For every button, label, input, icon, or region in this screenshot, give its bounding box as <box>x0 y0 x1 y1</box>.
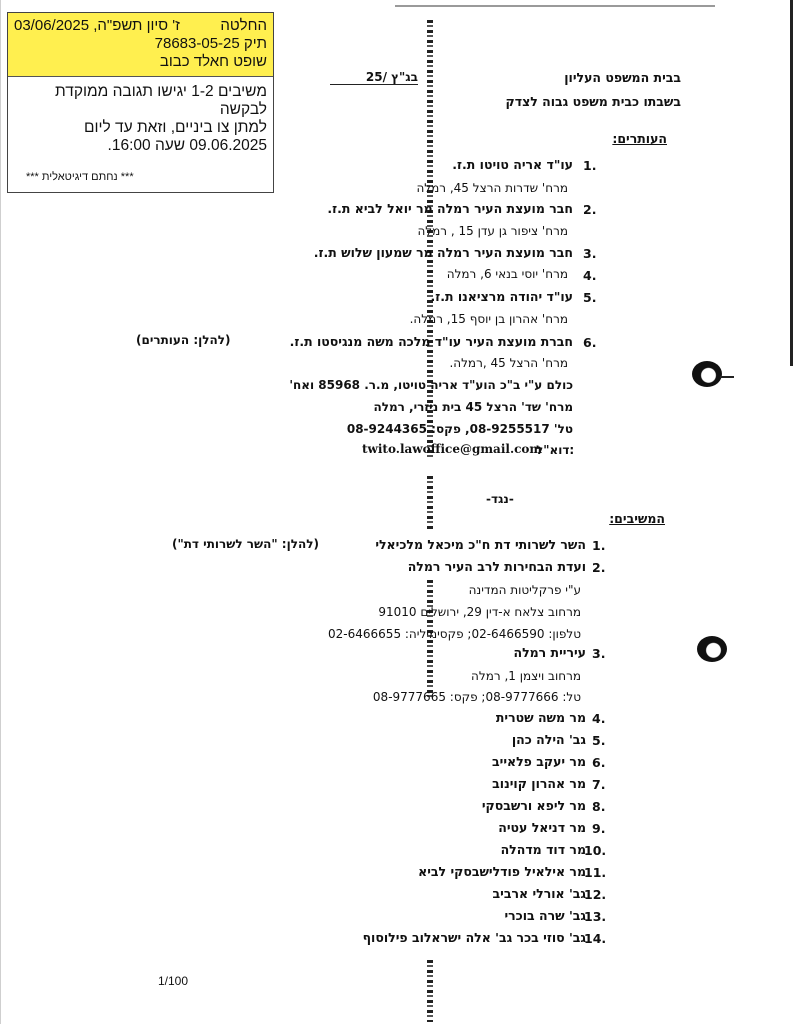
decision-line: משיבים 1-2 יגישו תגובה ממוקדת לבקשה <box>55 83 267 118</box>
respondent-name: השר לשרותי דת ח"כ מיכאל מלכיאלי <box>375 537 586 552</box>
respondent-name: גב' שרה בוכרי <box>504 908 586 923</box>
decision-label: החלטה <box>220 17 267 34</box>
respondent-name: ועדת הבחירות לרב העיר רמלה <box>407 559 586 574</box>
respondent-name: מר אהרון קוינוב <box>492 776 586 791</box>
respondent-detail: טל: 08-9777666; פקס: 08-9777665 <box>372 690 581 704</box>
scan-fold-mark <box>427 476 433 530</box>
petitioner-name: עו"ד יהודה מרציאנו ת.ז. <box>430 289 573 304</box>
respondent-number: 14. <box>584 931 607 946</box>
respondent-number: 10. <box>584 843 607 858</box>
punch-hole-mark <box>720 376 734 378</box>
scan-right-rule <box>790 0 793 366</box>
decision-text: משיבים 1-2 יגישו תגובה ממוקדת לבקשה למתן… <box>8 77 273 155</box>
respondent-number: 7. <box>592 777 606 792</box>
respondent-number: 13. <box>584 909 607 924</box>
respondent-number: 3. <box>592 646 606 661</box>
counsel-line: כולם ע"י ב"כ הוע"ד אריה טויטו, מ.ר. 8596… <box>289 378 573 392</box>
respondent-number: 4. <box>592 711 606 726</box>
respondent-number: 8. <box>592 799 606 814</box>
petitioner-address: מרח' הרצל 45 ,רמלה. <box>449 356 568 370</box>
respondent-detail: ע"י פרקליטות המדינה <box>468 583 581 597</box>
respondent-hereinafter: (להלן: "השר לשרותי דת") <box>172 537 319 551</box>
petitioner-number: 5. <box>583 290 597 305</box>
petitioner-number: 4. <box>583 268 597 283</box>
petitioners-heading: העותרים: <box>612 131 667 146</box>
petitioner-number: 6. <box>583 335 597 350</box>
respondent-number: 12. <box>584 887 607 902</box>
petitioner-number: 2. <box>583 202 597 217</box>
digital-signature-note: *** נחתם דיגיטאלית *** <box>26 171 134 183</box>
case-number: תיק 78683-05-25 <box>154 35 267 52</box>
respondent-number: 2. <box>592 560 606 575</box>
decision-line: 09.06.2025 שעה 16:00. <box>107 137 267 154</box>
counsel-email: twito.lawoffice@gmail.com <box>362 442 543 456</box>
respondent-name: גב' הילה כהן <box>511 732 586 747</box>
respondent-name: מר אילאיל פודלישבסקי לביא <box>418 864 586 879</box>
decision-stamp: החלטה ז' סיון תשפ"ה, 03/06/2025 תיק 7868… <box>7 12 274 193</box>
scan-fold-mark <box>427 580 433 700</box>
respondent-name: מר משה שטרית <box>495 710 586 725</box>
petitioner-name: חבר מועצת העיר רמלה מר שמעון שלוש ת.ז. <box>313 245 573 260</box>
counsel-phone-fax: טל' 08-9255517, פקס: 08-9244365 <box>346 422 573 436</box>
petitioner-name: חבר מועצת העיר רמלה מר יואל לביא ת.ז. <box>327 201 573 216</box>
respondent-name: מר יעקב פלאייב <box>492 754 586 769</box>
email-label: דוא"ל: <box>536 443 575 457</box>
decision-date: ז' סיון תשפ"ה, 03/06/2025 <box>14 17 180 34</box>
petitioner-address: מרח' אהרון בן יוסף 15, רמלה. <box>409 312 568 326</box>
respondent-number: 1. <box>592 538 606 553</box>
page-number: 1/100 <box>158 974 189 988</box>
respondent-name: מר דוד מדהלה <box>500 842 586 857</box>
respondent-number: 6. <box>592 755 606 770</box>
scan-fold-mark <box>427 960 433 1022</box>
respondent-number: 9. <box>592 821 606 836</box>
petitioner-address: מרח' שדרות הרצל 45, רמלה <box>416 181 568 195</box>
respondent-name: גב' סוזי בכר גב' אלה ישראלוב פילוסוף <box>362 930 586 945</box>
respondent-name: עיריית רמלה <box>513 645 586 660</box>
court-name: בבית המשפט העליון <box>564 70 681 85</box>
petitioner-number: 3. <box>583 246 597 261</box>
respondent-number: 5. <box>592 733 606 748</box>
scan-edge <box>0 0 1 1024</box>
petitioner-address: מרח' ציפור גן עדן 15 , רמלה <box>417 224 568 238</box>
respondent-detail: מרחוב ויצמן 1, רמלה <box>471 669 581 683</box>
petitioners-hereinafter: (להלן: העותרים) <box>136 333 231 347</box>
respondent-detail: טלפון: 02-6466590; פקסימיליה: 02-6466655 <box>328 627 581 641</box>
case-reference: בג"ץ /25 <box>330 70 418 85</box>
petitioner-address: מרח' יוסי בנאי 6, רמלה <box>446 267 568 281</box>
petitioner-name: חברת מועצת העיר עו"ד מלכה משה מנגיסטו ת.… <box>289 334 573 349</box>
respondent-name: מר דניאל עטיה <box>498 820 586 835</box>
versus-label: -נגד- <box>486 492 514 506</box>
decision-line: למתן צו ביניים, וזאת עד ליום <box>83 119 267 136</box>
punch-hole <box>697 636 727 662</box>
respondent-detail: מרחוב צלאח א-דין 29, ירושלים 91010 <box>378 605 581 619</box>
scan-fold-mark <box>427 20 433 460</box>
respondent-number: 11. <box>584 865 607 880</box>
petitioner-name: עו"ד אריה טויטו ת.ז. <box>452 157 573 172</box>
respondents-heading: המשיבים: <box>609 511 665 526</box>
court-subtitle: בשבתו כבית משפט גבוה לצדק <box>505 94 681 109</box>
scan-top-rule <box>395 5 715 7</box>
decision-stamp-header: החלטה ז' סיון תשפ"ה, 03/06/2025 תיק 7868… <box>8 13 273 77</box>
respondent-name: גב' אורלי ארביב <box>492 886 586 901</box>
counsel-address: מרח' שד' הרצל 45 בית ניזרי, רמלה <box>373 400 573 414</box>
petitioner-number: 1. <box>583 158 597 173</box>
punch-hole <box>692 361 722 387</box>
judge-name: שופט חאלד כבוב <box>159 53 267 70</box>
respondent-name: מר ליפא ורשבסקי <box>481 798 586 813</box>
